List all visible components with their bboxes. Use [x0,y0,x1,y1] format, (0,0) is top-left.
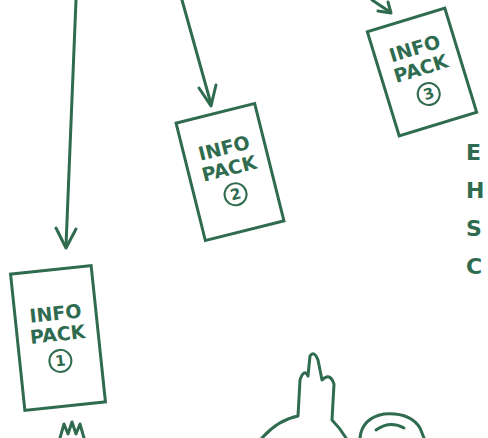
callout-number: 3 [414,79,444,109]
side-letter: H [466,180,484,202]
sketch-mark [60,422,84,438]
hand-sketch [262,354,346,438]
figure-sketch [376,424,404,430]
card-title: INFO PACK [191,131,261,187]
arrow-line [66,0,76,246]
card-title: INFO PACK [382,30,454,88]
side-letter: S [466,218,482,240]
arrow-head [378,2,391,13]
arrow-line [372,0,390,12]
figure-sketch [360,414,424,438]
arrow-head [56,228,76,248]
side-letter: E [466,142,481,164]
callout-number: 2 [221,180,250,209]
arrow-line [182,0,211,104]
arrow-head [199,85,216,106]
info-pack-card: INFO PACK3 [365,6,478,138]
info-pack-card: INFO PACK2 [174,102,286,243]
info-pack-card: INFO PACK1 [9,264,107,412]
callout-number: 1 [47,348,73,374]
side-letter: C [466,256,482,278]
card-title: INFO PACK [24,300,90,348]
